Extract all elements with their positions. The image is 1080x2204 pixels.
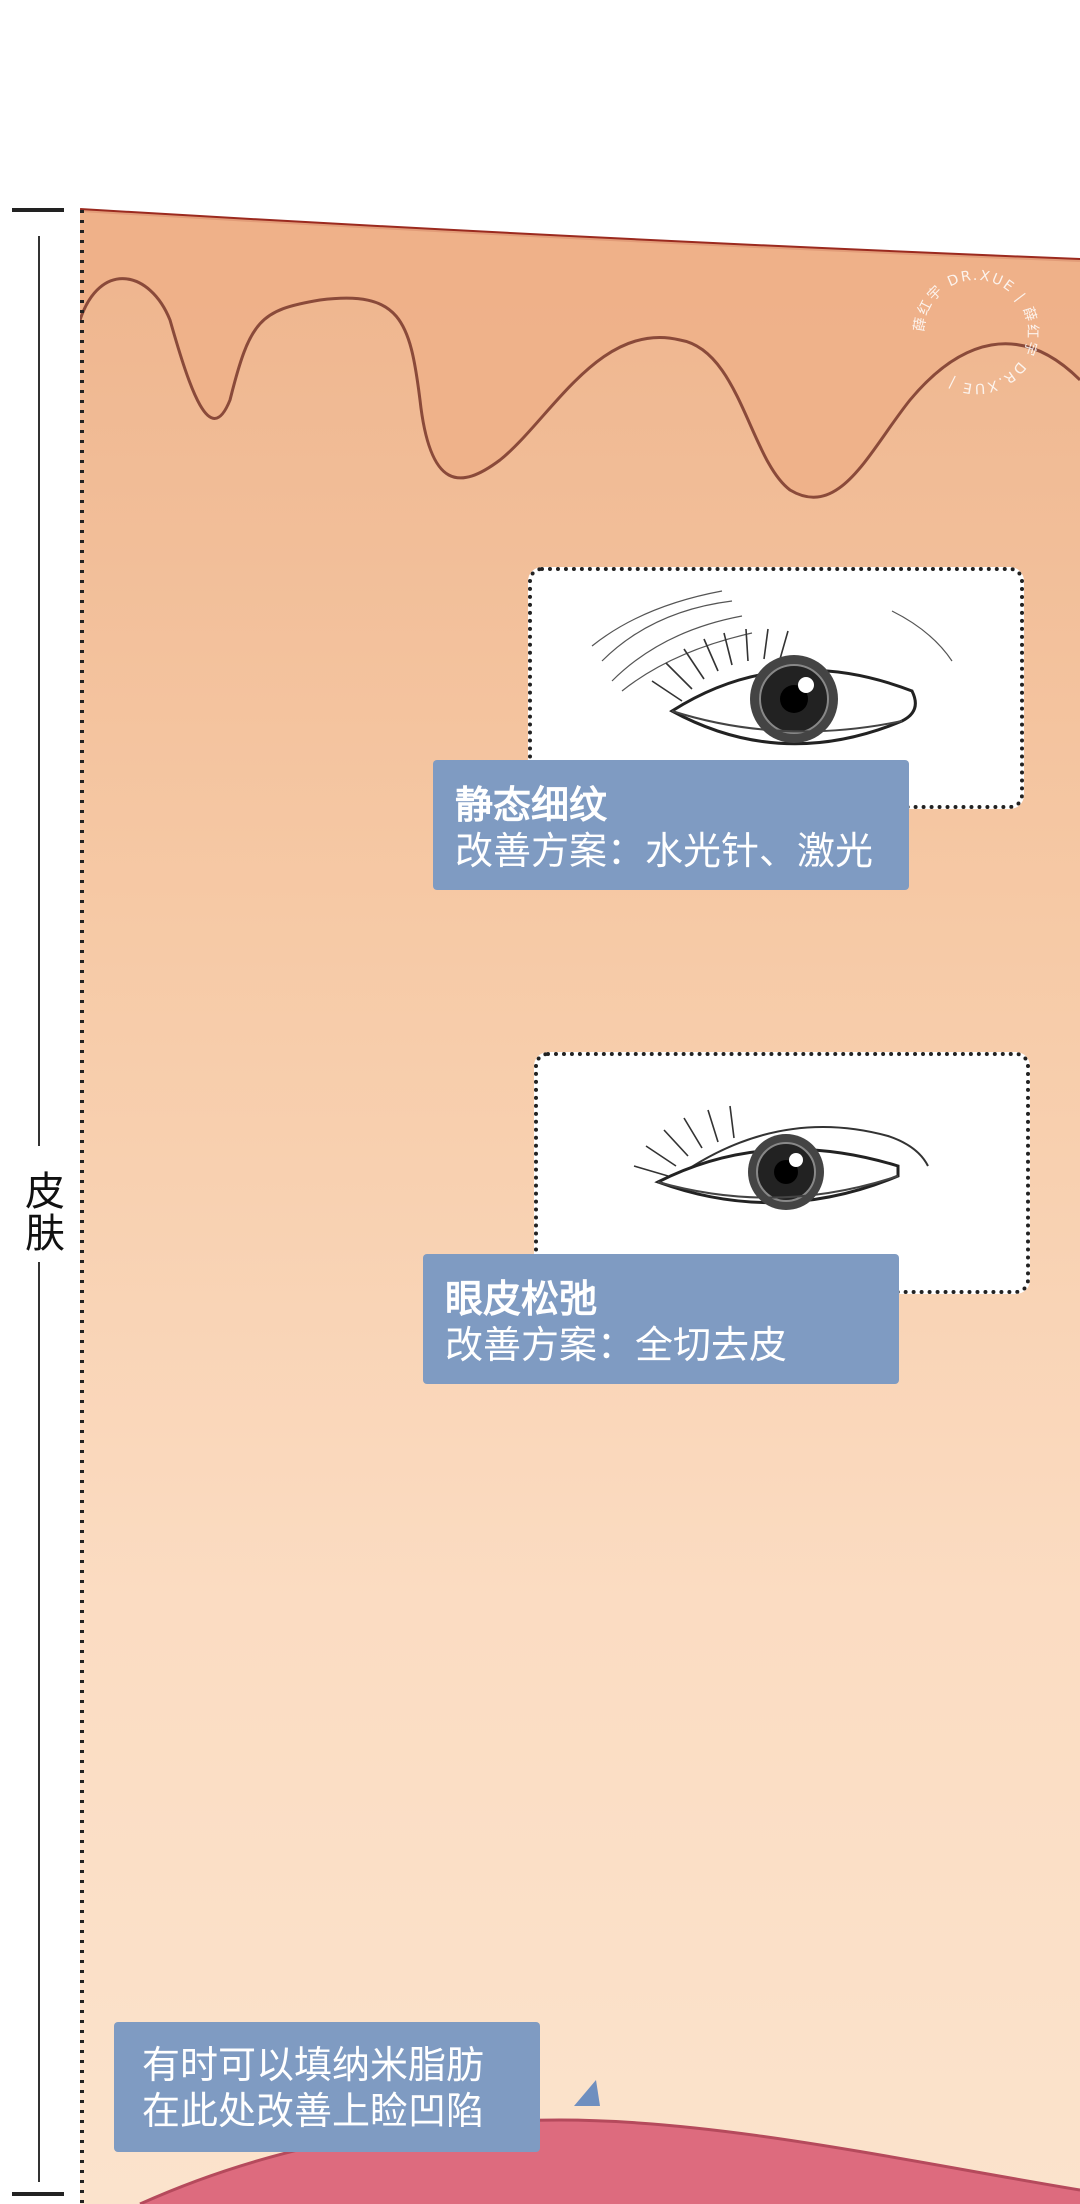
card-2-title: 眼皮松弛 xyxy=(445,1277,598,1321)
ruler-line-upper xyxy=(38,236,40,1146)
ruler-bottom-cap xyxy=(12,2192,64,2196)
ruler-top-cap xyxy=(12,208,64,212)
eye-droopy-lid-illustration xyxy=(633,1105,929,1210)
label-box-fine-lines: 静态细纹 改善方案：水光针、激光 xyxy=(433,760,909,890)
note-line-2: 在此处改善上睑凹陷 xyxy=(142,2089,485,2133)
ruler-line-lower xyxy=(38,1262,40,2182)
card-1-title: 静态细纹 xyxy=(455,783,608,827)
fat-filling-note: 有时可以填纳米脂肪 在此处改善上睑凹陷 xyxy=(114,2022,540,2152)
note-line-1: 有时可以填纳米脂肪 xyxy=(142,2043,485,2087)
card-2-description: 改善方案：全切去皮 xyxy=(445,1323,788,1367)
ruler-label: 皮肤 xyxy=(18,1170,64,1254)
card-1-description: 改善方案：水光针、激光 xyxy=(455,829,874,873)
watermark-seal: 薛红宇 DR.XUE | 薛红宇 DR.XUE | xyxy=(906,262,1046,402)
svg-text:薛红宇 DR.XUE | 薛红宇 DR.XUE |: 薛红宇 DR.XUE | 薛红宇 DR.XUE | xyxy=(912,268,1040,396)
eye-image-card-2 xyxy=(534,1052,1030,1294)
eye-fine-lines-illustration xyxy=(591,590,953,746)
label-box-droopy-lid: 眼皮松弛 改善方案：全切去皮 xyxy=(423,1254,899,1384)
